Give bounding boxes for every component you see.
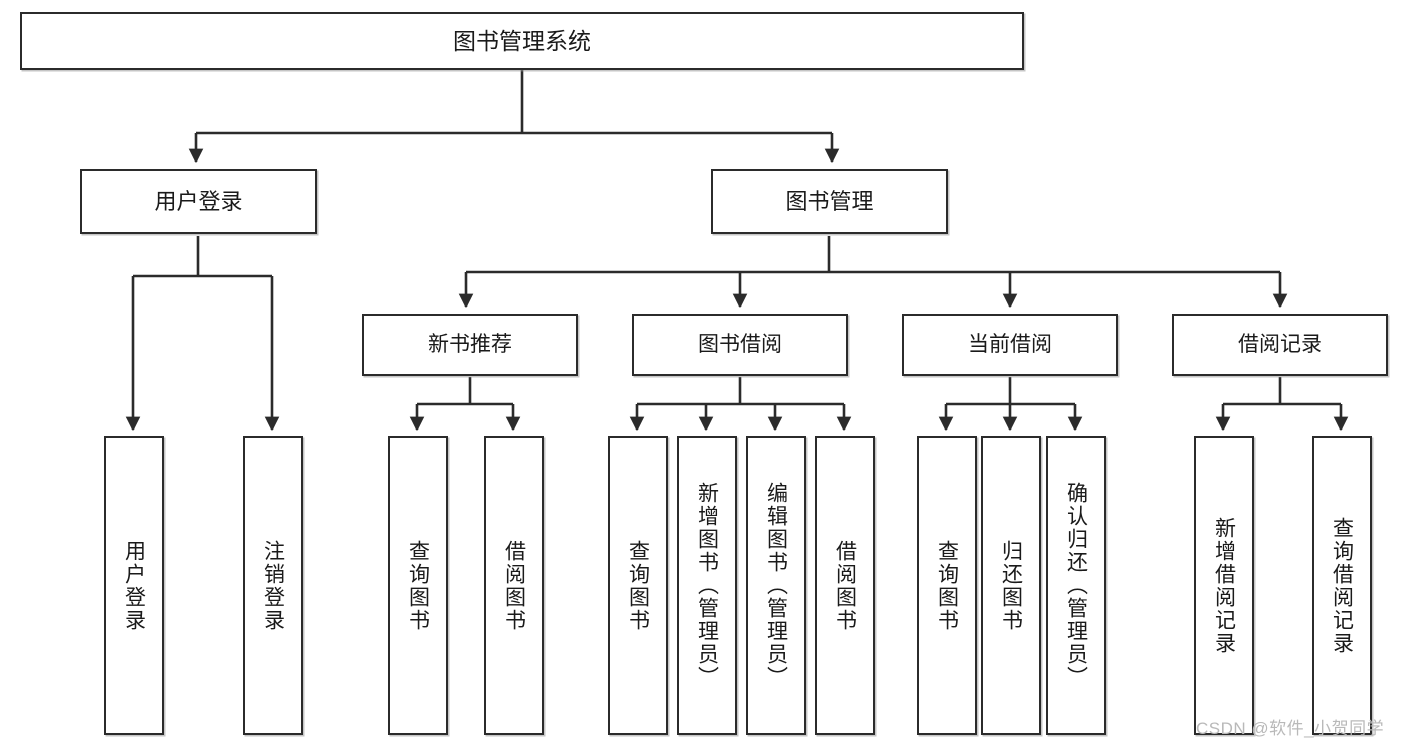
node-current-borrow[interactable]: 当前借阅 — [902, 314, 1118, 376]
leaf-query-book-2[interactable]: 查询图书 — [608, 436, 668, 735]
leaf-add-record-label: 新增借阅记录 — [1212, 516, 1236, 655]
node-book-management-label: 图书管理 — [785, 188, 874, 214]
leaf-query-record[interactable]: 查询借阅记录 — [1312, 436, 1372, 735]
leaf-confirm-return[interactable]: 确认归还（管理员） — [1046, 436, 1106, 735]
leaf-add-record[interactable]: 新增借阅记录 — [1194, 436, 1254, 735]
leaf-edit-book[interactable]: 编辑图书（管理员） — [746, 436, 806, 735]
leaf-query-book-1-label: 查询图书 — [406, 539, 430, 632]
leaf-borrow-book-2[interactable]: 借阅图书 — [815, 436, 875, 735]
node-root-label: 图书管理系统 — [453, 27, 591, 54]
leaf-logout-login[interactable]: 注销登录 — [243, 436, 303, 735]
node-borrow-record[interactable]: 借阅记录 — [1172, 314, 1388, 376]
node-borrow-record-label: 借阅记录 — [1238, 332, 1322, 356]
leaf-user-login-label: 用户登录 — [122, 539, 146, 632]
leaf-query-book-1[interactable]: 查询图书 — [388, 436, 448, 735]
leaf-add-book[interactable]: 新增图书（管理员） — [677, 436, 737, 735]
leaf-edit-book-label: 编辑图书（管理员） — [764, 482, 788, 689]
node-current-borrow-label: 当前借阅 — [968, 332, 1052, 356]
leaf-borrow-book-1-label: 借阅图书 — [502, 539, 526, 632]
leaf-query-record-label: 查询借阅记录 — [1330, 516, 1354, 655]
leaf-borrow-book-1[interactable]: 借阅图书 — [484, 436, 544, 735]
node-user-login-label: 用户登录 — [154, 188, 243, 214]
node-root[interactable]: 图书管理系统 — [20, 12, 1024, 70]
leaf-return-book[interactable]: 归还图书 — [981, 436, 1041, 735]
leaf-return-book-label: 归还图书 — [999, 539, 1023, 632]
node-user-login[interactable]: 用户登录 — [80, 169, 317, 234]
leaf-logout-login-label: 注销登录 — [261, 539, 285, 632]
node-book-borrow-label: 图书借阅 — [698, 332, 782, 356]
leaf-borrow-book-2-label: 借阅图书 — [833, 539, 857, 632]
leaf-query-book-2-label: 查询图书 — [626, 539, 650, 632]
leaf-user-login[interactable]: 用户登录 — [104, 436, 164, 735]
leaf-query-book-3-label: 查询图书 — [935, 539, 959, 632]
leaf-confirm-return-label: 确认归还（管理员） — [1064, 482, 1088, 689]
leaf-add-book-label: 新增图书（管理员） — [695, 482, 719, 689]
node-book-borrow[interactable]: 图书借阅 — [632, 314, 848, 376]
leaf-query-book-3[interactable]: 查询图书 — [917, 436, 977, 735]
watermark: CSDN @软件_小贺同学 — [1196, 719, 1385, 738]
node-new-book-recommend-label: 新书推荐 — [428, 332, 512, 356]
node-book-management[interactable]: 图书管理 — [711, 169, 948, 234]
node-new-book-recommend[interactable]: 新书推荐 — [362, 314, 578, 376]
